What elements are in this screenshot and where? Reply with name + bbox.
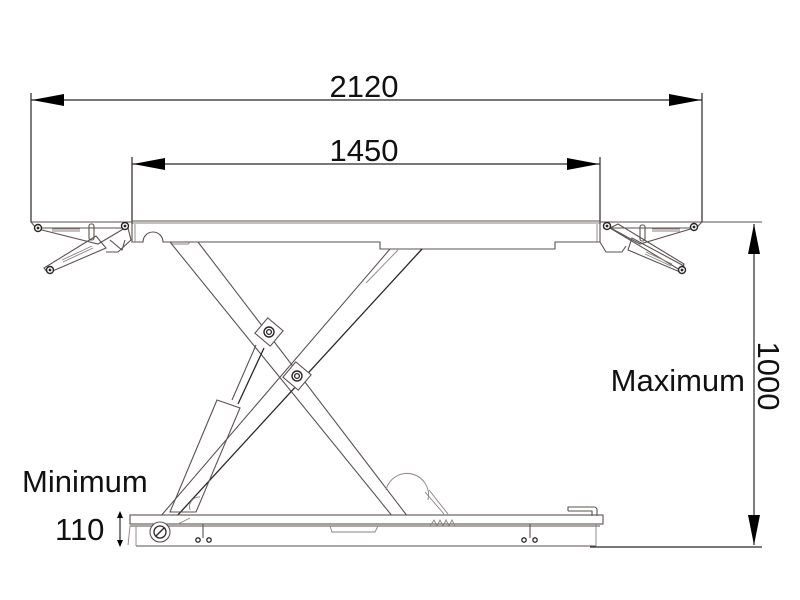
arrow-right-icon: [567, 158, 599, 170]
label-maximum: Maximum: [611, 363, 745, 398]
arrow-left-icon: [32, 94, 64, 106]
right-extension-arm: [599, 221, 703, 275]
label-minimum: Minimum: [22, 464, 148, 499]
dimension-value-110: 110: [55, 512, 104, 547]
lock-pin-left: [195, 524, 212, 543]
arrow-up-icon: [748, 224, 760, 254]
lock-pin-right: [521, 524, 538, 543]
pivot-bolt-lower: [282, 361, 312, 391]
dimension-value-1450: 1450: [330, 133, 399, 168]
dimension-min-height: Minimum 110: [22, 464, 148, 547]
rollers: [189, 473, 449, 515]
arrow-left-icon: [133, 158, 165, 170]
lift-platform: [131, 220, 601, 250]
dimension-max-height: 1000 Maximum: [590, 221, 786, 548]
dimension-value-2120: 2120: [330, 69, 399, 104]
scissor-arms: [159, 241, 423, 518]
arrow-right-icon: [669, 94, 701, 106]
dimension-overall-width: 2120: [30, 69, 703, 222]
dimension-platform-width: 1450: [131, 133, 601, 224]
hydraulic-cylinder: [169, 344, 265, 513]
pivot-bolt-upper: [254, 317, 284, 347]
arrow-up-icon: [117, 511, 123, 518]
arrow-down-icon: [117, 540, 123, 547]
arrow-down-icon: [748, 515, 760, 545]
lift-base: [127, 506, 604, 547]
left-extension-arm: [30, 221, 132, 275]
base-wheel: [149, 521, 171, 543]
dimension-value-1000: 1000: [751, 342, 786, 411]
